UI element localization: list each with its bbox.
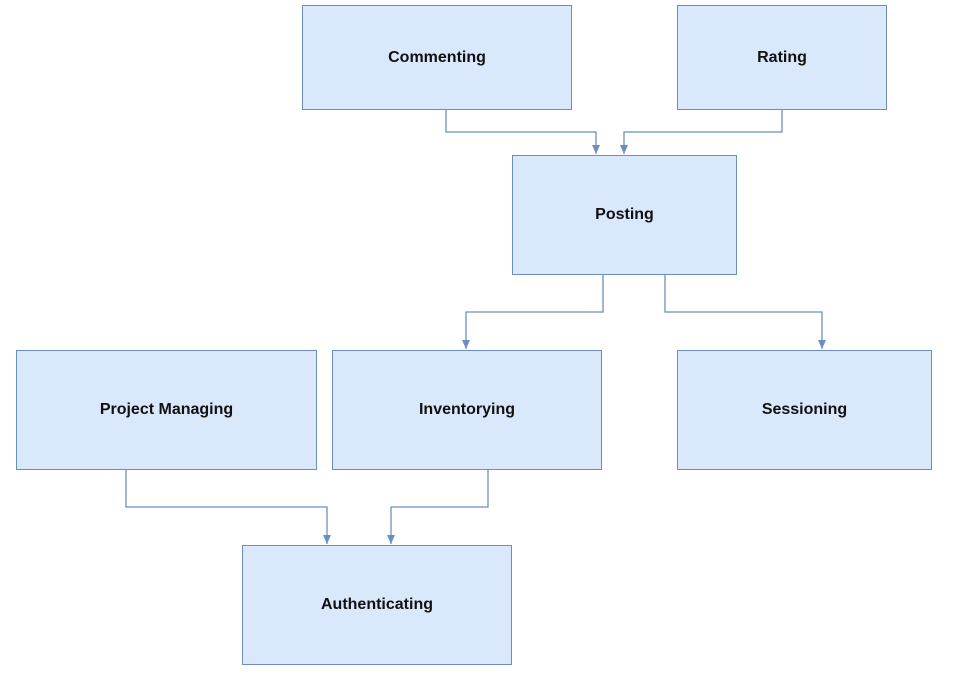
node-label-inventorying: Inventorying	[418, 401, 515, 418]
node-posting[interactable]: Posting	[512, 155, 737, 275]
edge-rating-to-posting	[620, 110, 783, 154]
node-label-project-managing: Project Managing	[99, 401, 234, 418]
edge-commenting-to-posting	[445, 110, 600, 154]
edge-project-managing-to-authenticating	[125, 470, 331, 544]
node-inventorying[interactable]: Inventorying	[332, 350, 602, 470]
edge-inventorying-to-authenticating	[387, 470, 489, 544]
edge-posting-to-sessioning	[664, 275, 826, 349]
node-label-rating: Rating	[757, 48, 807, 66]
edge-posting-to-inventorying	[462, 275, 604, 349]
node-authenticating[interactable]: Authenticating	[242, 545, 512, 665]
node-sessioning[interactable]: Sessioning	[677, 350, 932, 470]
node-label-authenticating: Authenticating	[321, 596, 433, 613]
node-label-posting: Posting	[595, 206, 654, 223]
node-commenting[interactable]: Commenting	[302, 5, 572, 110]
node-project-managing[interactable]: Project Managing	[16, 350, 317, 470]
node-rating[interactable]: Rating	[677, 5, 887, 110]
node-label-sessioning: Sessioning	[761, 401, 848, 418]
node-label-commenting: Commenting	[388, 48, 486, 66]
